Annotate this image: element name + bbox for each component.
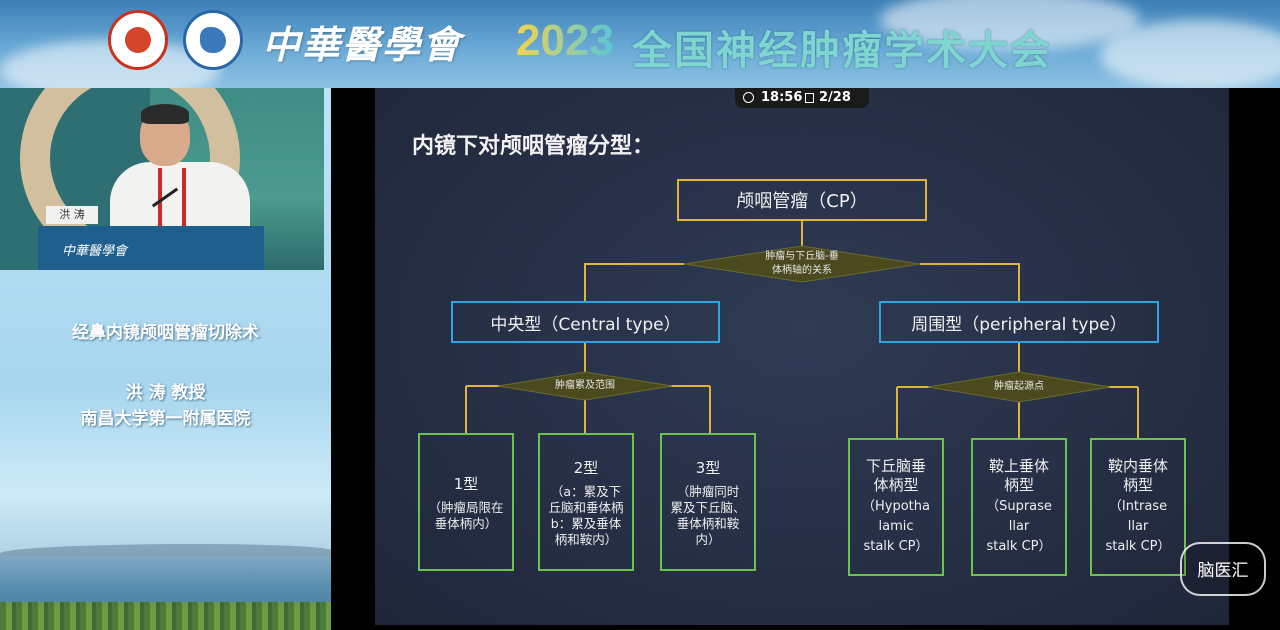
slide-content <box>375 88 1229 625</box>
central-type-1-node: 1型 （肿瘤局限在 垂体柄内） <box>418 433 514 571</box>
central-type-2-desc: （a：累及下 丘脑和垂体柄 b：累及垂体 柄和鞍内） <box>548 483 624 547</box>
peripheral-type-1-desc: （Hypotha lamic stalk CP） <box>862 499 930 554</box>
root-node-cp: 颅咽管瘤（CP） <box>677 179 927 221</box>
podium-logo: 中華醫學會 <box>62 244 128 259</box>
podium <box>38 226 264 270</box>
peripheral-type-suprasellar-node: 鞍上垂体 柄型 （Suprase llar stalk CP） <box>971 438 1067 576</box>
split-label: 肿瘤与下丘脑-垂 体柄轴的关系 <box>765 251 839 276</box>
peripheral-type-1-title: 下丘脑垂 体柄型 <box>865 457 926 494</box>
cma-logo-icon <box>108 10 168 70</box>
talk-title: 经鼻内镜颅咽管瘤切除术 <box>72 323 259 343</box>
page-icon <box>805 93 814 103</box>
central-type-1-title: 1型 <box>453 474 479 493</box>
page-counter: 2/28 <box>819 90 851 105</box>
slide-status-bar: 18:56 2/28 <box>735 88 869 108</box>
peripheral-type-intrasellar-node: 鞍内垂体 柄型 （Intrase llar stalk CP） <box>1090 438 1186 576</box>
central-type-3-desc: （肿瘤同时 累及下丘脑、 垂体柄和鞍 内） <box>670 483 746 547</box>
central-type-2-title: 2型 <box>573 458 599 477</box>
peripheral-type-2-title: 鞍上垂体 柄型 <box>988 457 1049 494</box>
conference-year: 2023 <box>516 16 614 65</box>
speaker-panel: 洪 涛 中華醫學會 经鼻内镜颅咽管瘤切除术 洪 涛 教授 南昌大学第一附属医院 <box>0 88 331 630</box>
neuro-society-logo-icon <box>183 10 243 70</box>
central-type-node: 中央型（Central type） <box>451 301 720 343</box>
peripheral-type-node: 周围型（peripheral type） <box>879 301 1159 343</box>
central-type-3-node: 3型 （肿瘤同时 累及下丘脑、 垂体柄和鞍 内） <box>660 433 756 571</box>
peripheral-type-2-desc: （Suprase llar stalk CP） <box>986 499 1052 554</box>
central-type-2-node: 2型 （a：累及下 丘脑和垂体柄 b：累及垂体 柄和鞍内） <box>538 433 634 571</box>
conference-banner: 中華醫學會 2023 全国神经肿瘤学术大会 <box>0 0 1280 88</box>
clock-icon <box>743 92 754 103</box>
peripheral-criterion-label: 肿瘤起源点 <box>994 381 1044 392</box>
cma-calligraphy: 中華醫學會 <box>262 22 463 67</box>
peripheral-type-3-title: 鞍内垂体 柄型 <box>1107 457 1168 494</box>
speaker-camera-feed: 洪 涛 中華醫學會 <box>0 88 324 270</box>
conference-title: 全国神经肿瘤学术大会 <box>632 28 1052 74</box>
central-criterion-label: 肿瘤累及范围 <box>555 380 615 391</box>
speaker-name: 洪 涛 教授 <box>125 383 206 403</box>
speaker-affiliation: 南昌大学第一附属医院 <box>80 409 251 429</box>
landscape-trees <box>0 602 331 630</box>
peripheral-type-3-desc: （Intrase llar stalk CP） <box>1105 499 1171 554</box>
central-type-3-title: 3型 <box>695 458 721 477</box>
central-type-1-desc: （肿瘤局限在 垂体柄内） <box>428 499 504 531</box>
elapsed-time: 18:56 <box>761 90 803 105</box>
nameplate: 洪 涛 <box>46 206 98 224</box>
slide-heading: 内镜下对颅咽管瘤分型： <box>412 134 655 159</box>
peripheral-type-hypothalamic-node: 下丘脑垂 体柄型 （Hypotha lamic stalk CP） <box>848 438 944 576</box>
brainmed-watermark: 脑医汇 <box>1180 542 1266 596</box>
